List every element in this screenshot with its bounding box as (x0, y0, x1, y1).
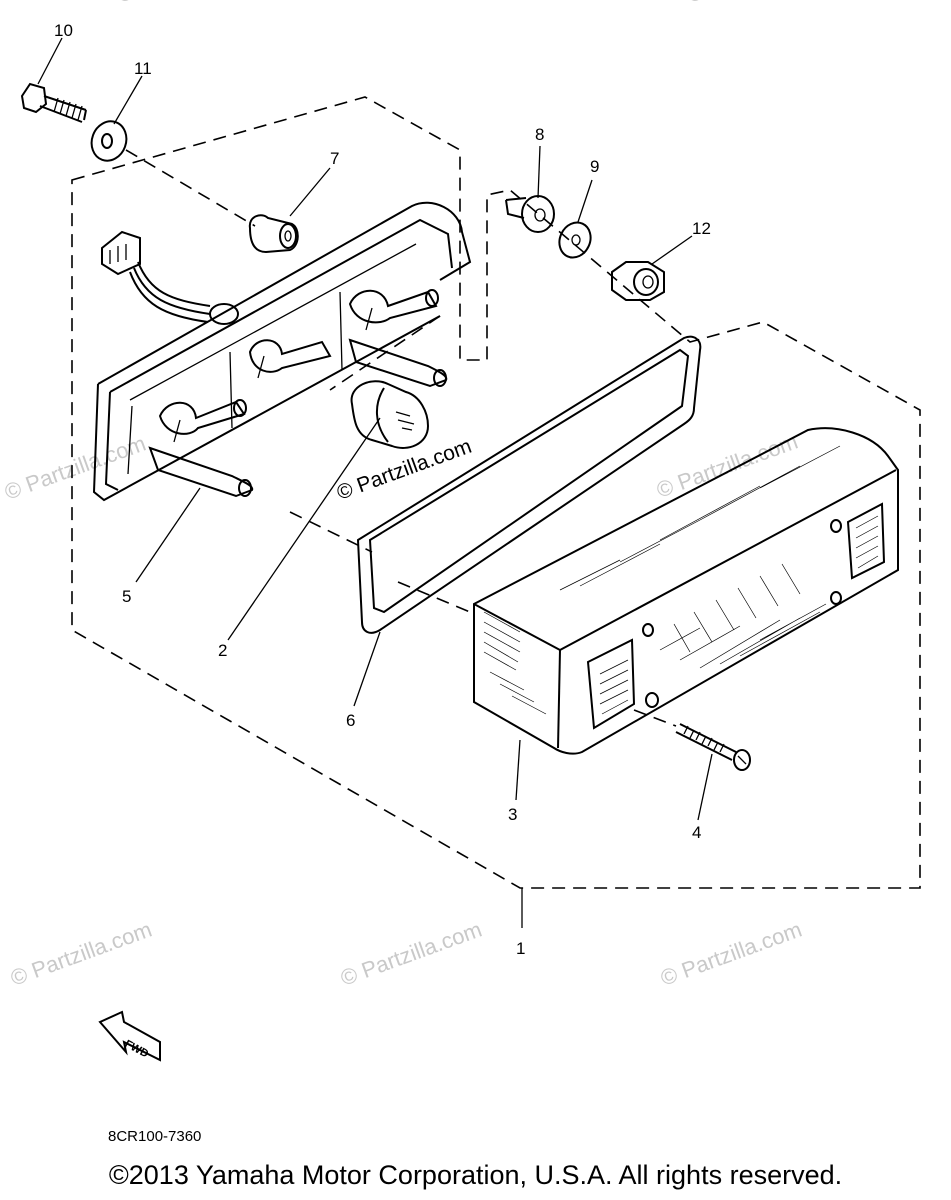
callout-8: 8 (535, 125, 544, 144)
fwd-arrow: FWD (98, 1010, 161, 1062)
part-8-collar (505, 195, 555, 233)
watermark: © Partzilla.com (113, 0, 261, 8)
center-watermark: © Partzilla.com (334, 435, 475, 505)
assembly-line (329, 315, 441, 391)
copyright-notice: ©2013 Yamaha Motor Corporation, U.S.A. A… (108, 1160, 843, 1190)
assembly-line (125, 149, 256, 227)
callout-2: 2 (218, 641, 227, 660)
watermark: © Partzilla.com (7, 917, 155, 991)
part-2-bulb (350, 380, 430, 449)
assembly-line (397, 581, 471, 613)
assembly-outline (71, 96, 921, 889)
diagram-code: 8CR100-7360 (108, 1128, 202, 1145)
watermark: © Partzilla.com (1, 431, 149, 505)
wire-harness (101, 230, 239, 325)
callout-6: 6 (346, 711, 355, 730)
callout-1: 1 (516, 939, 525, 958)
assembly-line (289, 511, 373, 553)
part-6-gasket (356, 335, 702, 634)
callout-12: 12 (692, 219, 711, 238)
part-3-lens (473, 427, 899, 755)
leader-lines (37, 37, 713, 928)
part-12-nut (611, 261, 665, 301)
callout-7: 7 (330, 149, 339, 168)
callout-5: 5 (122, 587, 131, 606)
fwd-label: FWD (123, 1038, 151, 1060)
callout-11: 11 (134, 59, 152, 78)
callout-4: 4 (692, 823, 701, 842)
part-7-grommet (248, 214, 299, 254)
assembly-line (633, 709, 677, 727)
watermark: © Partzilla.com (337, 917, 485, 991)
part-11-washer (90, 120, 128, 162)
background-watermarks: © Partzilla.com © Partzilla.com © Partzi… (1, 0, 831, 991)
callout-10: 10 (54, 21, 73, 40)
part-5-base-housing (92, 201, 472, 502)
watermark: © Partzilla.com (653, 429, 801, 503)
watermark: © Partzilla.com (657, 917, 805, 991)
watermark: © Partzilla.com (683, 0, 831, 8)
part-9-washer (558, 221, 592, 259)
part-4-screw (675, 723, 751, 771)
callout-3: 3 (508, 805, 517, 824)
callout-9: 9 (590, 157, 599, 176)
callout-numbers: 10 11 7 8 9 12 5 2 6 3 4 1 (54, 21, 711, 958)
part-10-bolt (20, 82, 87, 123)
